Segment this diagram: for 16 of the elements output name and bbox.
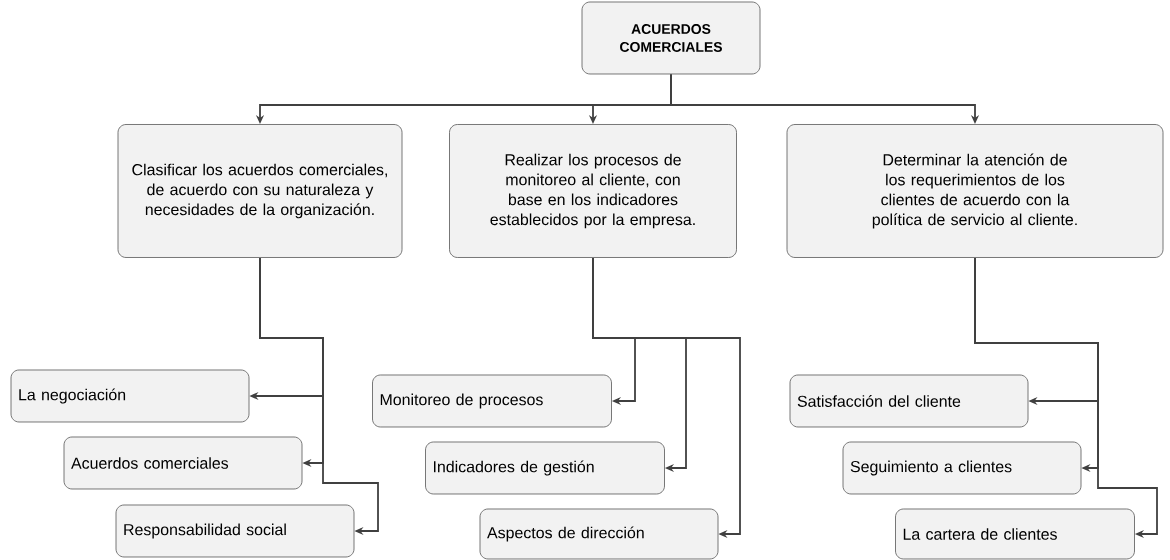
topic-box: La cartera de clientes [895, 508, 1135, 560]
process-box: Realizar los procesos de monitoreo al cliente, con base en los indicadores establecidos por la empresa. [449, 124, 737, 258]
topic-box: Acuerdos comerciales [63, 436, 303, 490]
topic-box: Monitoreo de procesos [372, 374, 612, 428]
topic-box: Aspectos de dirección [479, 508, 719, 560]
process-box: Clasificar los acuerdos comerciales, de acuerdo con su naturaleza y necesidades de la organización. [117, 124, 403, 258]
arrow [259, 257, 379, 536]
topic-box: Satisfacción del cliente [789, 374, 1029, 428]
arrow [592, 257, 741, 539]
process-box: Determinar la atención de los requerimientos de los clientes de acuerdo con la política de servicio al cliente. [786, 124, 1164, 258]
topic-box: Responsabilidad social [115, 504, 355, 558]
title-box: ACUERDOS COMERCIALES [581, 1, 761, 75]
topic-box: Seguimiento a clientes [842, 441, 1082, 495]
topic-box: Indicadores de gestión [425, 441, 665, 495]
arrow [974, 257, 1158, 539]
topic-box: La negociación [10, 369, 250, 423]
